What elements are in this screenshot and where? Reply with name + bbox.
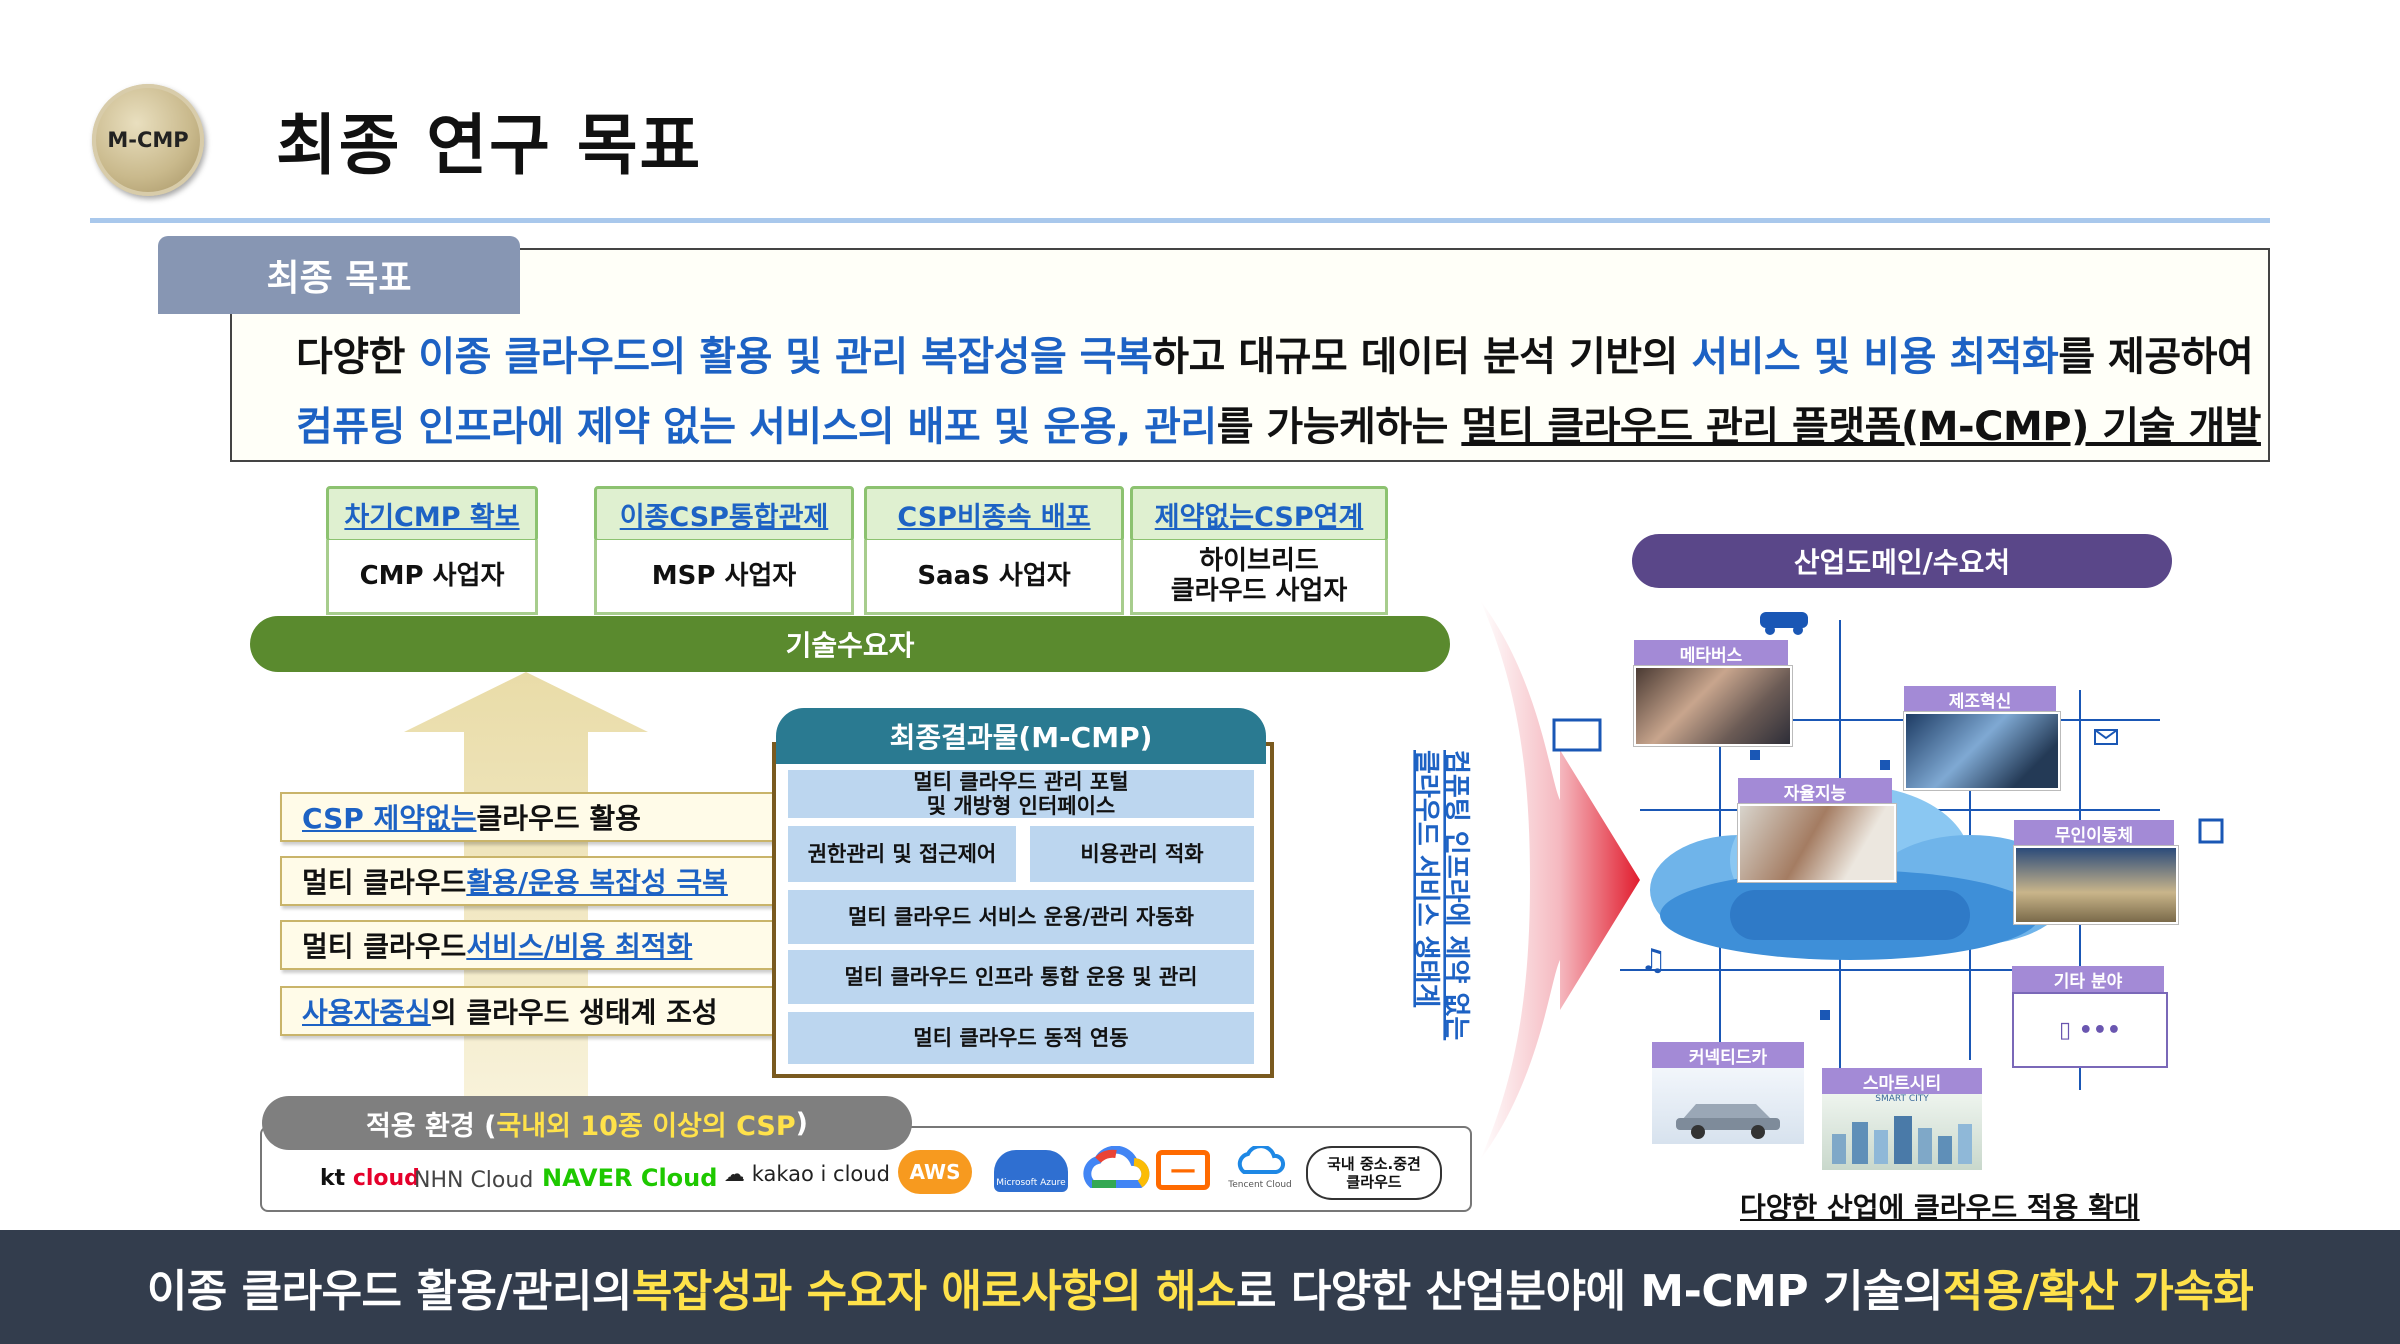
title-divider <box>90 218 2270 223</box>
manufacturing-image <box>1904 712 2060 790</box>
logo-text: M-CMP <box>107 128 189 152</box>
text-segment: 로 다양한 산업분야에 M-CMP 기술의 <box>1236 1266 1943 1317</box>
portal-cell: 멀티 클라우드 관리 포털 및 개방형 인터페이스 <box>788 770 1254 818</box>
mobility-image <box>2014 846 2178 924</box>
vertical-text-line-1: 컴퓨팅 인프라에 제약 없는 <box>1441 750 1471 1040</box>
square-icon <box>2198 818 2224 844</box>
domain-label-ai: 자율지능 <box>1738 778 1892 804</box>
other-placeholder: ▯ ••• <box>2012 992 2168 1068</box>
text-segment: 를 가능케하는 <box>1216 404 1462 450</box>
demander-label-2: MSP 사업자 <box>594 540 854 615</box>
text-segment: 멀티 클라우드 관리 플랫폼(M-CMP) 기술 개발 <box>1461 404 2261 450</box>
domains-title: 산업도메인/수요처 <box>1632 534 2172 588</box>
tencent-cloud-icon <box>1237 1144 1286 1174</box>
mcmp-title: 최종결과물(M-CMP) <box>776 708 1266 764</box>
city-skyline-icon <box>1832 1116 1972 1164</box>
infra-cell: 멀티 클라우드 인프라 통합 운용 및 관리 <box>788 950 1254 1004</box>
mcmp-logo: M-CMP <box>92 84 204 196</box>
text-segment: 멀티 클라우드 <box>302 930 467 963</box>
nhn-cloud-logo: NHN Cloud <box>414 1168 534 1193</box>
azure-logo: Microsoft Azure <box>994 1150 1068 1192</box>
connected-car-icon <box>1676 1104 1780 1139</box>
google-cloud-icon <box>1083 1146 1150 1188</box>
domestic-cloud-logo: 국내 중소.중견 클라우드 <box>1306 1146 1442 1200</box>
ai-image <box>1738 804 1896 882</box>
domain-label-mobility: 무인이동체 <box>2014 820 2174 846</box>
objective-3: 멀티 클라우드 서비스/비용 최적화 <box>280 920 774 970</box>
car-icon <box>1760 612 1808 635</box>
text-segment: CSP 제약없는 <box>302 802 477 835</box>
automation-cell: 멀티 클라우드 서비스 운용/관리 자동화 <box>788 890 1254 944</box>
text-segment: 사용자중심 <box>302 996 431 1029</box>
mail-icon <box>2094 729 2118 745</box>
kakao-cloud-icon: ☁ <box>724 1162 752 1186</box>
demander-label-3: SaaS 사업자 <box>864 540 1124 615</box>
tencent-cloud-logo: Tencent Cloud <box>1220 1144 1300 1198</box>
objective-2: 멀티 클라우드 활용/운용 복잡성 극복 <box>280 856 774 906</box>
domain-label-metaverse: 메타버스 <box>1634 640 1788 666</box>
cost-cell: 비용관리 적화 <box>1030 826 1254 882</box>
text-segment: 복잡성과 수요자 애로사항의 해소 <box>631 1266 1237 1317</box>
text-segment: 하고 대규모 데이터 분석 기반의 <box>1152 334 1692 380</box>
text-segment: 서비스 및 비용 최적화 <box>1691 334 2059 380</box>
demander-tag-2: 이종CSP통합관제 <box>594 486 854 542</box>
kt-cloud-logo: kt cloud <box>320 1166 420 1191</box>
demander-bar: 기술수요자 <box>250 616 1450 672</box>
text-segment: 를 제공하여 <box>2058 334 2254 380</box>
dynamic-cell: 멀티 클라우드 동적 연동 <box>788 1012 1254 1064</box>
domains-caption: 다양한 산업에 클라우드 적용 확대 <box>1740 1191 2140 1224</box>
demander-tag-4: 제약없는CSP연계 <box>1130 486 1388 542</box>
text-segment: 컴퓨팅 인프라에 제약 없는 서비스의 배포 및 운용, 관리 <box>296 404 1217 450</box>
demander-tag-3: CSP비종속 배포 <box>864 486 1124 542</box>
env-highlight: 국내외 10종 이상의 CSP <box>496 1110 796 1142</box>
demander-tag-1: 차기CMP 확보 <box>326 486 538 542</box>
goal-tab: 최종 목표 <box>158 236 520 314</box>
text-segment: 이종 클라우드 활용/관리의 <box>146 1266 633 1317</box>
naver-cloud-logo: NAVER Cloud <box>542 1164 718 1192</box>
aws-logo: AWS <box>898 1150 972 1194</box>
environment-label: 적용 환경 (국내외 10종 이상의 CSP) <box>262 1096 912 1150</box>
text-segment: 서비스/비용 최적화 <box>466 930 693 963</box>
ecosystem-vertical-text: 컴퓨팅 인프라에 제약 없는 클라우드 서비스 생태계 <box>1411 750 1471 1040</box>
page-title: 최종 연구 목표 <box>276 107 703 184</box>
env-prefix: 적용 환경 ( <box>365 1110 497 1142</box>
env-suffix: ) <box>795 1107 809 1139</box>
music-icon: ♫ <box>1640 943 1667 978</box>
demander-label-4: 하이브리드 클라우드 사업자 <box>1130 540 1388 615</box>
smart-city-image: SMART CITY <box>1822 1094 1982 1170</box>
objective-1: CSP 제약없는 클라우드 활용 <box>280 792 774 842</box>
demander-label-1: CMP 사업자 <box>326 540 538 615</box>
text-segment: 적용/확산 가속화 <box>1942 1266 2254 1317</box>
text-segment: 다양한 <box>296 334 419 380</box>
domain-label-connected-car: 커넥티드카 <box>1652 1042 1804 1068</box>
goal-line-2: 컴퓨팅 인프라에 제약 없는 서비스의 배포 및 운용, 관리를 가능케하는 멀… <box>296 394 2261 452</box>
monitor-icon <box>1552 718 1602 752</box>
goal-line-1: 다양한 이종 클라우드의 활용 및 관리 복잡성을 극복하고 대규모 데이터 분… <box>296 324 2254 382</box>
vertical-text-line-2: 클라우드 서비스 생태계 <box>1411 750 1441 1007</box>
text-segment: 클라우드 활용 <box>476 802 641 835</box>
red-arrow <box>1480 600 1640 1160</box>
text-segment: 활용/운용 복잡성 극복 <box>466 866 728 899</box>
text-segment: 의 클라우드 생태계 조성 <box>430 996 718 1029</box>
domain-label-other: 기타 분야 <box>2012 966 2164 992</box>
alibaba-cloud-icon: — <box>1156 1150 1210 1190</box>
kakao-cloud-logo: ☁ kakao i cloud <box>724 1162 890 1186</box>
goal-box <box>230 248 2270 462</box>
domain-label-smart-city: 스마트시티 <box>1822 1068 1982 1094</box>
text-segment: 이종 클라우드의 활용 및 관리 복잡성을 극복 <box>418 334 1153 380</box>
text-segment: 멀티 클라우드 <box>302 866 467 899</box>
access-cell: 권한관리 및 접근제어 <box>788 826 1016 882</box>
metaverse-image <box>1634 666 1792 746</box>
domain-label-manufacturing: 제조혁신 <box>1904 686 2056 712</box>
connected-car-image <box>1652 1068 1804 1144</box>
